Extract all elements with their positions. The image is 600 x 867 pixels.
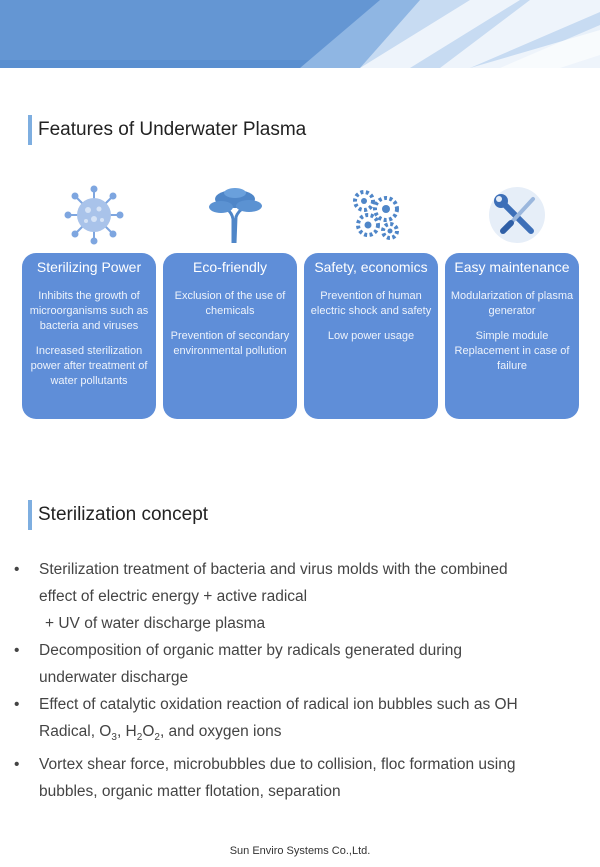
text-run: , and oxygen ions xyxy=(159,723,282,740)
feature-title: Easy maintenance xyxy=(454,259,570,275)
feature-text: Low power usage xyxy=(327,330,415,342)
bullet-line: Sterilization treatment of bacteria and … xyxy=(39,561,508,578)
bullet-line: underwater discharge xyxy=(39,669,189,686)
bullet-dot: • xyxy=(14,561,20,578)
tree-icon xyxy=(209,188,262,244)
feature-text: Modularization of plasma generator xyxy=(450,290,574,317)
heading-accent-bar xyxy=(28,115,32,145)
text-run: Radical, O xyxy=(39,723,112,740)
text-run: O xyxy=(142,723,155,740)
text-run: , H xyxy=(116,723,137,740)
header-banner xyxy=(0,0,600,68)
section-title: Sterilization concept xyxy=(38,504,209,525)
feature-text: Exclusion of the use of chemicals xyxy=(174,290,286,317)
list-item: • Decomposition of organic matter by rad… xyxy=(12,637,592,691)
feature-card: Sterilizing Power Inhibits the growth of… xyxy=(22,253,156,419)
feature-text: Prevention of secondary environmental po… xyxy=(170,330,290,357)
section-heading-features: Features of Underwater Plasma xyxy=(28,115,306,145)
list-item: • Sterilization treatment of bacteria an… xyxy=(12,556,592,637)
wrench-screwdriver-icon xyxy=(489,187,545,243)
section-title: Features of Underwater Plasma xyxy=(38,119,307,140)
subscript: 2 xyxy=(136,732,143,744)
footer-company-name: Sun Enviro Systems Co.,Ltd. xyxy=(229,845,371,857)
feature-card: Eco-friendly Exclusion of the use of che… xyxy=(163,253,297,419)
feature-text: Simple module Replacement in case of fai… xyxy=(454,330,570,372)
bullet-line: bubbles, organic matter flotation, separ… xyxy=(39,783,341,801)
bullet-dot: • xyxy=(14,756,20,774)
bullet-dot: • xyxy=(14,642,20,659)
feature-text: Increased sterilization power after trea… xyxy=(30,345,148,387)
subscript: 2 xyxy=(154,732,160,744)
heading-accent-bar xyxy=(28,500,32,530)
feature-card: Safety, economics Prevention of human el… xyxy=(304,253,438,419)
feature-title: Sterilizing Power xyxy=(36,259,142,275)
bullet-line: Effect of catalytic oxidation reaction o… xyxy=(39,696,518,713)
feature-title: Safety, economics xyxy=(314,259,428,275)
feature-title: Eco-friendly xyxy=(193,259,267,275)
bullet-line: Vortex shear force, microbubbles due to … xyxy=(39,756,516,774)
bullet-line: Decomposition of organic matter by radic… xyxy=(39,642,463,659)
concept-bullet-list: • Sterilization treatment of bacteria an… xyxy=(12,556,592,805)
bullet-line: Radical, O3, H2O2, and oxygen ions xyxy=(39,718,592,751)
virus-icon xyxy=(64,185,124,245)
feature-text: Prevention of human electric shock and s… xyxy=(310,290,432,317)
bullet-dot: • xyxy=(14,696,20,713)
list-item: • Effect of catalytic oxidation reaction… xyxy=(12,691,592,751)
subscript: 3 xyxy=(111,732,117,744)
list-item: • Vortex shear force, microbubbles due t… xyxy=(12,751,592,805)
gears-icon xyxy=(353,190,399,240)
bullet-line: effect of electric energy + active radic… xyxy=(39,588,308,605)
section-heading-concept: Sterilization concept xyxy=(28,500,208,530)
feature-card: Easy maintenance Modularization of plasm… xyxy=(445,253,579,419)
bullet-line: + UV of water discharge plasma xyxy=(45,615,266,632)
feature-text: Inhibits the growth of microorganisms su… xyxy=(29,290,149,332)
